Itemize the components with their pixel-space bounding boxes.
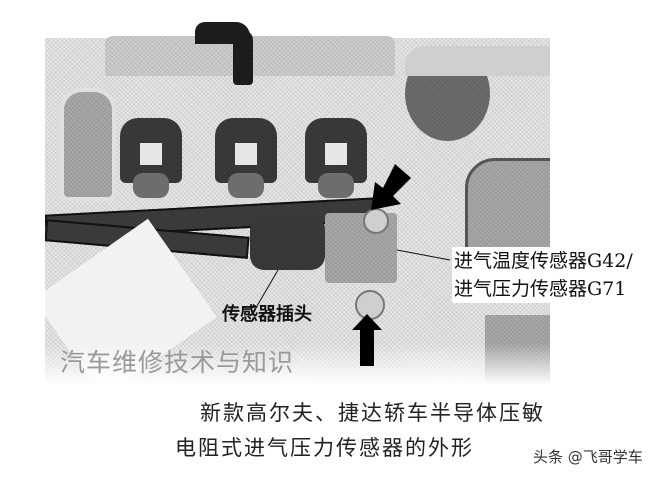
caption-line2: 电阻式进气压力传感器的外形 bbox=[175, 436, 474, 460]
sensor-plug bbox=[250, 215, 325, 270]
left-tube bbox=[60, 88, 116, 201]
connector-base-1 bbox=[133, 173, 169, 198]
sensor-callout-line2: 进气压力传感器G71 bbox=[454, 278, 627, 300]
plug-callout: 传感器插头 bbox=[222, 304, 312, 325]
connector-base-3 bbox=[318, 173, 354, 198]
connector-clip-2 bbox=[235, 143, 257, 165]
intake-pipe bbox=[405, 46, 550, 76]
arrow-down-left-icon bbox=[371, 164, 411, 210]
leader-lines bbox=[256, 249, 451, 307]
watermark: 汽车维修技术与知识 bbox=[60, 348, 295, 377]
black-hose-down bbox=[233, 30, 253, 85]
pressure-sensor-body bbox=[325, 213, 397, 283]
fade bbox=[45, 343, 550, 385]
sensor-callout-line1: 进气温度传感器G42/ bbox=[454, 250, 633, 272]
connector-base-2 bbox=[228, 173, 264, 198]
arrow-up-icon bbox=[352, 314, 382, 366]
source-credit: 头条 @飞哥学车 bbox=[533, 448, 643, 466]
engine-photo bbox=[45, 18, 550, 385]
connector-clip-3 bbox=[325, 143, 347, 165]
sensor-callout: 进气温度传感器G42/ 进气压力传感器G71 bbox=[452, 247, 635, 303]
mounting-screw-bottom bbox=[355, 290, 385, 320]
caption-line1: 新款高尔夫、捷达轿车半导体压敏 bbox=[200, 401, 545, 425]
connector-clip-1 bbox=[140, 143, 162, 165]
